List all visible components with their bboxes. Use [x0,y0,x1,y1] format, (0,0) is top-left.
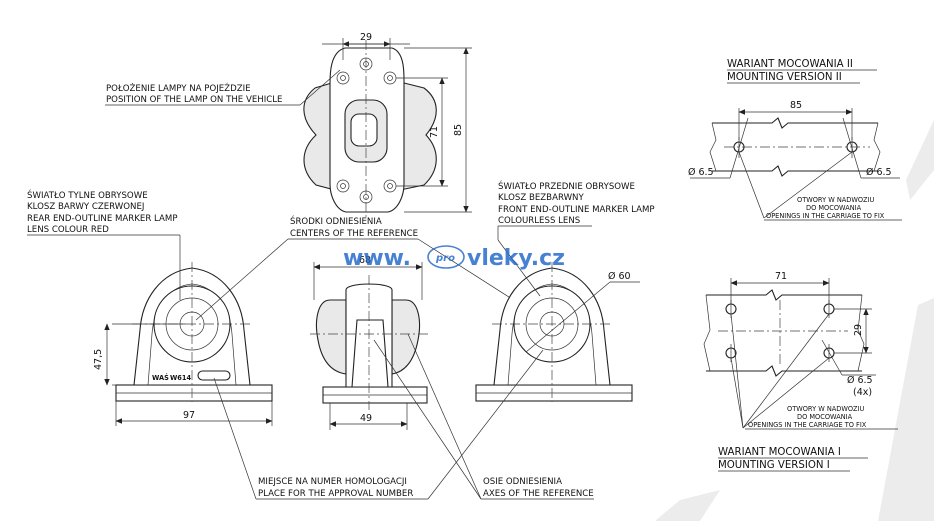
dim-side-height: 47,5 [93,349,104,370]
holes-v2-pl-2: DO MOCOWANIA [806,204,862,212]
holes-v2-pl-1: OTWORY W NADWOZIU [797,196,875,204]
mounting-v2-underline [727,69,877,84]
dim-mv2-spacing: 85 [790,100,802,111]
dim-mv1-width: 71 [775,271,787,282]
top-view [303,38,472,220]
watermark-badge-ring [427,245,465,269]
rear-lamp-label-pl-2: KLOSZ BARWY CZERWONEJ [27,202,144,212]
front-lamp-label-pl-2: KLOSZ BEZBARWNY [498,193,584,203]
approval-label-pl: MIEJSCE NA NUMER HOMOLOGACJI [258,477,407,487]
dim-top-width: 29 [360,32,372,43]
mounting-v1-underline [718,457,868,472]
rear-lamp-leader [27,234,181,300]
dim-mv1-hole-count: (4x) [853,387,872,398]
approval-leader [213,349,544,500]
dim-mv1-height: 29 [853,324,864,336]
lamp-position-leader [105,69,341,106]
mounting-v1-drawing [703,278,876,429]
mounting-v1-title-en: MOUNTING VERSION I [718,460,830,471]
dim-side-width: 97 [183,410,195,421]
dim-lens-diameter: Ø 60 [608,271,631,282]
holes-v2-en: OPENINGS IN THE CARRIAGE TO FIX [766,212,885,220]
centers-label-en: CENTERS OF THE REFERENCE [290,229,418,239]
side-view-front [475,262,640,402]
holes-v1-pl-1: OTWORY W NADWOZIU [787,405,865,413]
mounting-v1-title-pl: WARIANT MOCOWANIA I [718,447,841,458]
front-lamp-leader [497,225,592,297]
rear-lamp-label-pl-1: ŚWIATŁO TYLNE OBRYSOWE [27,189,148,201]
dim-front-width-base: 49 [360,413,372,424]
mounting-v2-title-pl: WARIANT MOCOWANIA II [727,59,853,70]
rear-lamp-label-en-2: LENS COLOUR RED [27,225,109,235]
lamp-position-label-en: POSITION OF THE LAMP ON THE VEHICLE [106,95,282,105]
dim-top-height-outer: 85 [453,124,464,136]
marking-text-2: W614 [170,374,191,382]
dim-mv2-hole-left: Ø 6.5 [688,167,714,178]
dim-mv1-hole: Ø 6.5 [847,375,873,386]
front-view-center [310,262,428,430]
dim-top-height-inner: 71 [429,126,440,138]
dim-front-width-top: 68 [359,255,371,266]
centers-label-pl: ŚRODKI ODNIESIENIA [290,215,382,227]
watermark-prefix: www. [343,246,411,271]
holes-v1-pl-2: DO MOCOWANIA [797,413,853,421]
axes-leader [373,333,594,500]
watermark: www. pro vleky.cz [343,245,565,271]
holes-v1-en: OPENINGS IN THE CARRIAGE TO FIX [748,421,867,429]
side-view-rear [104,262,273,426]
dim-mv2-hole-right: Ø 6.5 [866,167,892,178]
approval-label-en: PLACE FOR THE APPROVAL NUMBER [258,489,413,499]
watermark-badge: pro [435,253,455,264]
watermark-suffix: vleky.cz [467,246,565,271]
rear-lamp-label-en-1: REAR END-OUTLINE MARKER LAMP [27,214,178,224]
background-stripes [655,120,934,521]
axes-label-en: AXES OF THE REFERENCE [483,489,594,499]
lamp-position-label-pl: POŁOŻENIE LAMPY NA POJEŹDZIE [106,82,251,94]
mounting-v2-drawing [690,108,900,219]
front-lamp-label-en-2: COLOURLESS LENS [498,216,580,226]
axes-label-pl: OSIE ODNIESIENIA [483,477,562,487]
front-lamp-label-en-1: FRONT END-OUTLINE MARKER LAMP [498,205,655,215]
front-lamp-label-pl-1: ŚWIATŁO PRZEDNIE OBRYSOWE [498,180,635,192]
mounting-v2-title-en: MOUNTING VERSION II [727,72,842,83]
marking-text-1: WAŚ [152,373,169,382]
